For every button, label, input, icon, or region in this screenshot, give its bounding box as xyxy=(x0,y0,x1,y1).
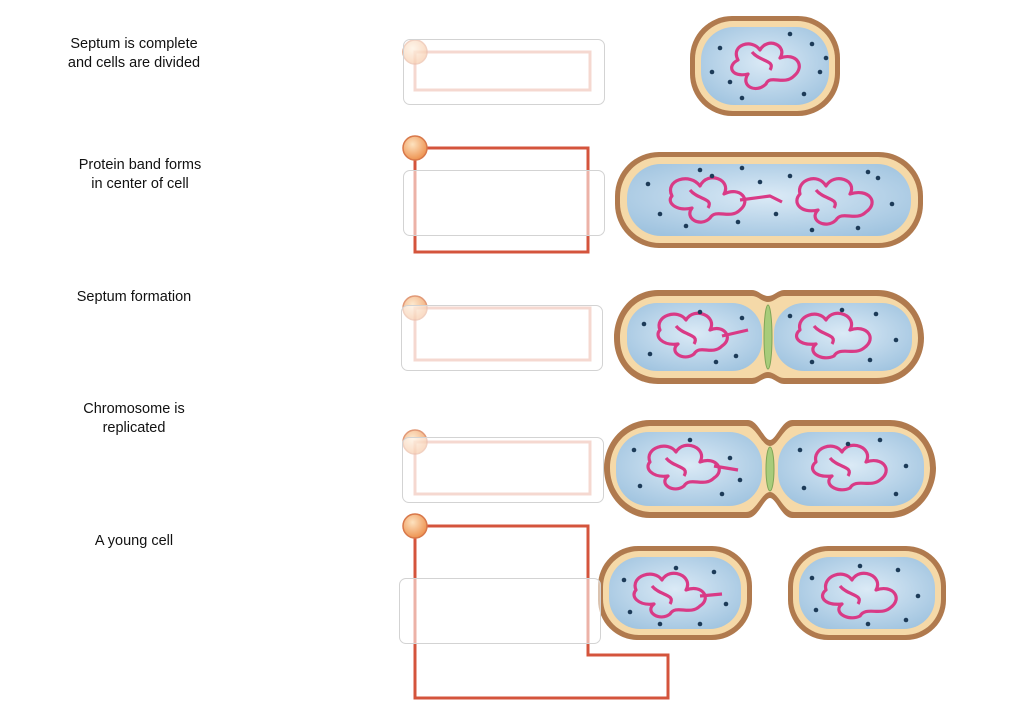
label-septum-complete[interactable]: Septum is complete and cells are divided xyxy=(67,36,201,71)
label-young-cell[interactable]: A young cell xyxy=(94,533,174,549)
drop-zone-3[interactable] xyxy=(401,305,603,371)
label-chromosome-replicated[interactable]: Chromosome is replicated xyxy=(83,401,185,436)
cell-septum-complete xyxy=(604,420,936,518)
drop-zone-4[interactable] xyxy=(402,437,604,503)
drop-zone-1[interactable] xyxy=(403,39,605,105)
drop-zone-2[interactable] xyxy=(403,170,605,236)
pin-icon xyxy=(402,135,428,161)
cell-divided-left xyxy=(598,546,752,640)
cell-young xyxy=(690,16,840,116)
cell-replicated-chromosome xyxy=(615,152,923,248)
label-protein-band[interactable]: Protein band forms in center of cell xyxy=(78,157,202,192)
leader-line-5 xyxy=(413,524,670,700)
cell-septum-forming xyxy=(614,290,924,384)
label-septum-formation[interactable]: Septum formation xyxy=(76,289,192,305)
cell-divided-right xyxy=(788,546,946,640)
drop-zone-5[interactable] xyxy=(399,578,601,644)
pin-icon xyxy=(402,513,428,539)
